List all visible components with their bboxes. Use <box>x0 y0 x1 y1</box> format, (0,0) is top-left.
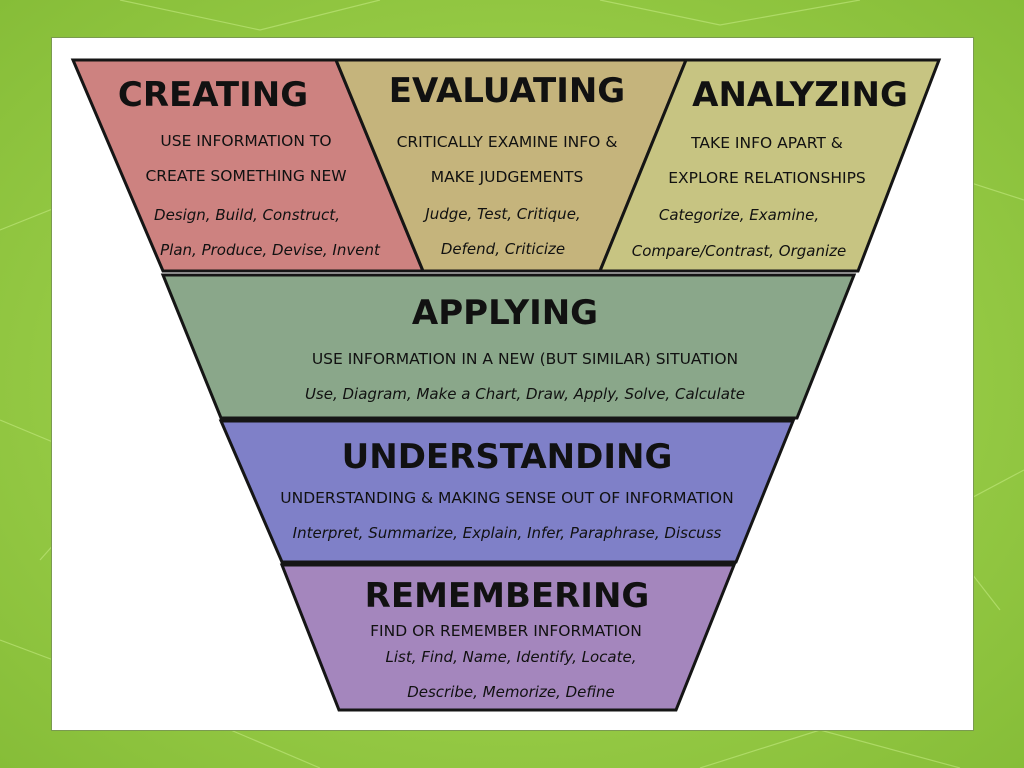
remembering-band <box>279 563 737 712</box>
remembering-verbs-line-1: List, Find, Name, Identify, Locate, <box>385 648 636 666</box>
creating-title: CREATING <box>118 75 308 115</box>
understanding-band <box>218 419 796 564</box>
applying-desc: USE INFORMATION IN A NEW (BUT SIMILAR) S… <box>312 350 738 368</box>
remembering-verbs-line-2: Describe, Memorize, Define <box>407 683 615 701</box>
evaluating-desc-line-1: CRITICALLY EXAMINE INFO & <box>397 133 618 151</box>
evaluating-title: EVALUATING <box>389 71 625 111</box>
analyzing-verbs-line-1: Categorize, Examine, <box>659 206 819 224</box>
understanding-title: UNDERSTANDING <box>342 437 673 477</box>
creating-desc-line-2: CREATE SOMETHING NEW <box>145 167 346 185</box>
understanding-desc: UNDERSTANDING & MAKING SENSE OUT OF INFO… <box>280 489 733 507</box>
evaluating-verbs-line-1: Judge, Test, Critique, <box>422 205 580 223</box>
analyzing-desc-line-2: EXPLORE RELATIONSHIPS <box>668 169 866 187</box>
analyzing-desc-line-1: TAKE INFO APART & <box>690 134 843 152</box>
applying-title: APPLYING <box>412 293 598 333</box>
analyzing-band <box>597 58 942 273</box>
understanding-verbs: Interpret, Summarize, Explain, Infer, Pa… <box>293 524 722 542</box>
creating-desc-line-1: USE INFORMATION TO <box>160 132 331 150</box>
applying-band <box>160 273 857 420</box>
analyzing-verbs-line-2: Compare/Contrast, Organize <box>632 242 847 260</box>
analyzing-title: ANALYZING <box>692 75 908 115</box>
evaluating-desc-line-2: MAKE JUDGEMENTS <box>431 168 584 186</box>
evaluating-verbs-line-2: Defend, Criticize <box>441 240 565 258</box>
applying-verbs: Use, Diagram, Make a Chart, Draw, Apply,… <box>305 385 745 403</box>
remembering-desc: FIND OR REMEMBER INFORMATION <box>370 622 642 640</box>
creating-verbs-line-2: Plan, Produce, Devise, Invent <box>160 241 381 259</box>
remembering-title: REMEMBERING <box>365 576 650 616</box>
creating-verbs-line-1: Design, Build, Construct, <box>154 206 340 224</box>
